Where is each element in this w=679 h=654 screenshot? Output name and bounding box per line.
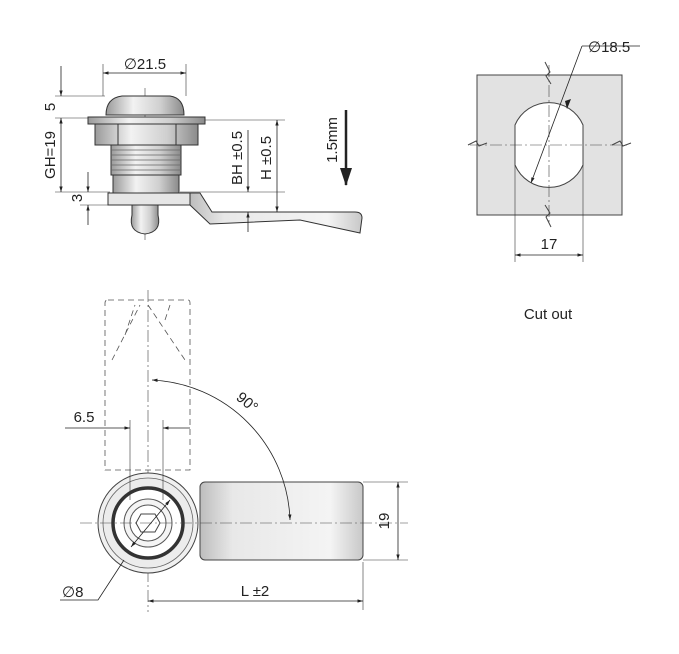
offset-label: 6.5 — [74, 409, 95, 426]
max-panel-label: 1.5mm — [324, 117, 341, 163]
side-view: ∅21.5 5 GH=19 3 BH ±0.5 H ±0.5 1.5mm — [42, 56, 363, 240]
cam-arm — [189, 192, 363, 234]
lock-head — [105, 95, 185, 116]
flange — [87, 116, 206, 125]
angle-arc — [151, 378, 292, 521]
key-diameter-label: ∅8 — [62, 584, 83, 601]
gh-label: GH=19 — [42, 131, 59, 179]
cam-base — [107, 192, 191, 206]
head-diameter-label: ∅21.5 — [124, 56, 166, 73]
cutout-view: ∅18.5 17 Cut out — [467, 39, 640, 323]
cutout-caption: Cut out — [524, 306, 573, 323]
head-height-label: 5 — [42, 103, 59, 111]
flat-width-label: 17 — [541, 236, 558, 253]
cam-thickness-label: 3 — [69, 194, 86, 202]
cutout-diameter-label: ∅18.5 — [588, 39, 630, 56]
h-label: H ±0.5 — [258, 136, 275, 180]
front-view: 90° 6.5 19 ∅8 L ±2 — [60, 290, 408, 612]
length-label: L ±2 — [241, 583, 270, 600]
bh-label: BH ±0.5 — [229, 131, 246, 185]
barrel — [112, 174, 180, 194]
cam-width-label: 19 — [376, 513, 393, 530]
cam-arm-front — [199, 481, 364, 561]
screw-head — [130, 204, 160, 235]
hex-nut — [94, 123, 199, 146]
